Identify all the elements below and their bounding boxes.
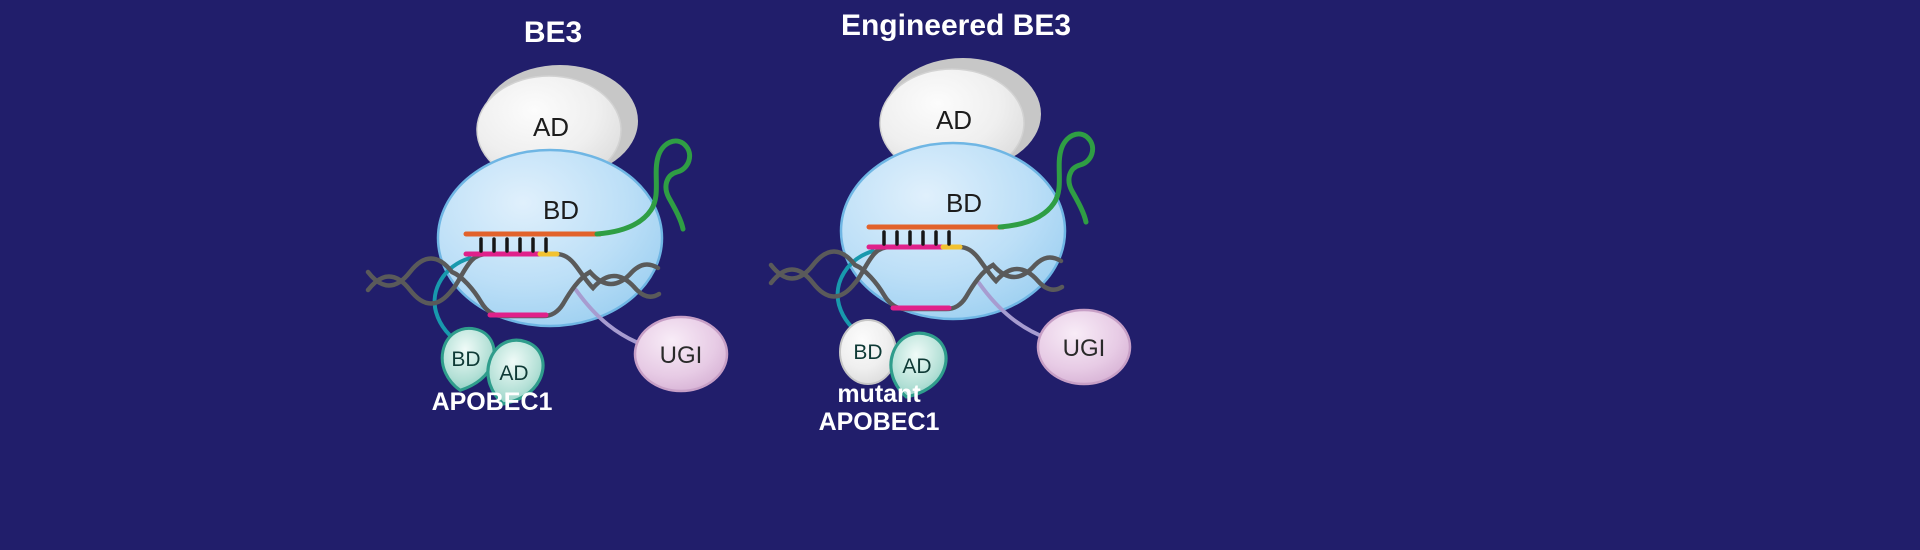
sgrna-scaffold-loop [594, 138, 693, 237]
ugi-label: UGI [1063, 335, 1106, 362]
sgrna-scaffold-loop [997, 131, 1096, 230]
ugi-label: UGI [660, 342, 703, 369]
base-pair-ticks [882, 230, 951, 246]
apobec-bd-label: BD [853, 341, 882, 364]
apobec-name-label: APOBEC1 [432, 388, 553, 416]
bd-domain-label: BD [543, 195, 579, 225]
bd-domain-blob [436, 148, 664, 328]
diagram-be3: BE3 AD BD BD [365, 16, 729, 416]
ugi-ellipse [633, 315, 729, 393]
diagram-title: BE3 [524, 16, 582, 49]
bd-domain-label: BD [946, 188, 982, 218]
ad-domain-label: AD [936, 105, 972, 135]
apobec-name-label-line1: mutant [837, 380, 921, 408]
apobec-ad-label: AD [499, 362, 528, 385]
diagram-engineered-be3: Engineered BE3 AD BD BD AD [768, 9, 1132, 436]
ugi-ellipse [1036, 308, 1132, 386]
apobec-ad-label: AD [902, 355, 931, 378]
apobec-name-label-line2: APOBEC1 [819, 408, 940, 436]
apobec-bd-label: BD [451, 348, 480, 371]
diagram-title: Engineered BE3 [841, 9, 1071, 42]
base-pair-ticks [479, 237, 548, 253]
bd-domain-blob [839, 141, 1067, 321]
ad-domain-label: AD [533, 112, 569, 142]
